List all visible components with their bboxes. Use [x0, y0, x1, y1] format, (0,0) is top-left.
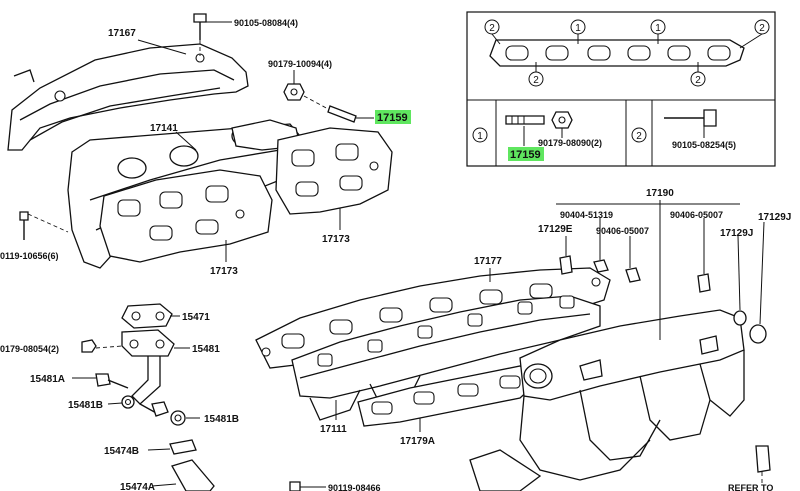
bolt-90105-08084[interactable] — [193, 13, 207, 40]
inset-callout-2b: 2 — [759, 23, 765, 34]
gasket-17179A[interactable] — [357, 365, 542, 427]
label-90179-08090: 90179-08090(2) — [538, 138, 602, 148]
inset-callout-2c: 2 — [533, 75, 539, 86]
intake-plenum-17190[interactable] — [469, 309, 745, 491]
inset-stud-17159[interactable] — [505, 115, 545, 125]
label-90179-10094: 90179-10094(4) — [268, 59, 332, 69]
label-90105-08254: 90105-08254(5) — [672, 140, 736, 150]
label-15481: 15481 — [192, 344, 220, 355]
refer-to-note[interactable] — [755, 445, 771, 473]
label-90406-05007-a: 90406-05007 — [596, 226, 649, 236]
bolt-90179-08054[interactable] — [81, 339, 97, 353]
label-17129J-a: 17129J — [720, 228, 753, 239]
gasket-15481B-left[interactable] — [121, 395, 135, 409]
label-17141: 17141 — [150, 123, 178, 134]
inset-row-callout-1: 1 — [477, 131, 483, 142]
label-17159-inset[interactable]: 17159 — [510, 149, 541, 161]
heat-insulator-17167[interactable] — [7, 43, 249, 151]
label-90406-05007-b: 90406-05007 — [670, 210, 723, 220]
hose-15474A[interactable] — [171, 459, 215, 491]
clip-15474B[interactable] — [169, 439, 197, 455]
gasket-15471[interactable] — [121, 303, 173, 329]
inset-bolt-90105-08254[interactable] — [664, 109, 717, 127]
label-15474A: 15474A — [120, 482, 155, 491]
label-90119-08466: 90119-08466 — [328, 483, 381, 491]
label-15481B-left: 15481B — [68, 400, 103, 411]
inset-nut-90179-08090[interactable] — [551, 111, 573, 129]
inset-callout-2d: 2 — [695, 75, 701, 86]
label-17173-left: 17173 — [210, 266, 238, 277]
label-90105-08084: 90105-08084(4) — [234, 18, 298, 28]
gasket-17173-left[interactable] — [99, 169, 273, 263]
label-90404-51319: 90404-51319 — [560, 210, 613, 220]
label-17129E: 17129E — [538, 224, 573, 235]
highlight-17159 — [375, 110, 411, 124]
union-90404-51319[interactable] — [593, 259, 609, 273]
bolt-90119-08466[interactable] — [289, 481, 301, 491]
nut-90179-10094[interactable] — [283, 83, 305, 101]
fitting-15481B-right[interactable] — [151, 401, 186, 426]
label-17177: 17177 — [474, 256, 502, 267]
union-90406-05007-b[interactable] — [697, 273, 711, 293]
label-17190: 17190 — [646, 188, 674, 199]
label-15474B: 15474B — [104, 446, 139, 457]
label-15471: 15471 — [182, 312, 210, 323]
label-17173-right: 17173 — [322, 234, 350, 245]
label-17167: 17167 — [108, 28, 136, 39]
label-90119-10656: 0119-10656(6) — [0, 251, 59, 261]
plug-17129E[interactable] — [559, 255, 573, 275]
inset-callout-1a: 1 — [575, 23, 581, 34]
highlight-17159-inset — [508, 147, 544, 161]
bolt-90119-10656[interactable] — [19, 211, 29, 240]
union-90406-05007-a[interactable] — [625, 267, 641, 283]
inset-callout-2a: 2 — [489, 23, 495, 34]
label-17179A: 17179A — [400, 436, 435, 447]
label-refer-to: REFER TO — [728, 483, 773, 491]
label-17111: 17111 — [320, 424, 347, 435]
label-90179-08054: 0179-08054(2) — [0, 344, 59, 354]
intake-manifold-17111[interactable] — [291, 295, 601, 421]
label-15481A: 15481A — [30, 374, 65, 385]
inset-callout-1b: 1 — [655, 23, 661, 34]
gasket-17173-right[interactable] — [275, 127, 393, 215]
label-17159-main[interactable]: 17159 — [377, 112, 408, 124]
plug-17129J-a[interactable] — [733, 310, 747, 326]
inset-box — [466, 11, 776, 167]
bolt-15481A[interactable] — [95, 373, 129, 389]
inset-row-callout-2: 2 — [636, 131, 642, 142]
stud-17159[interactable] — [327, 105, 357, 123]
label-15481B-right: 15481B — [204, 414, 239, 425]
plug-17129J-b[interactable] — [749, 324, 767, 344]
label-17129J-b: 17129J — [758, 212, 791, 223]
